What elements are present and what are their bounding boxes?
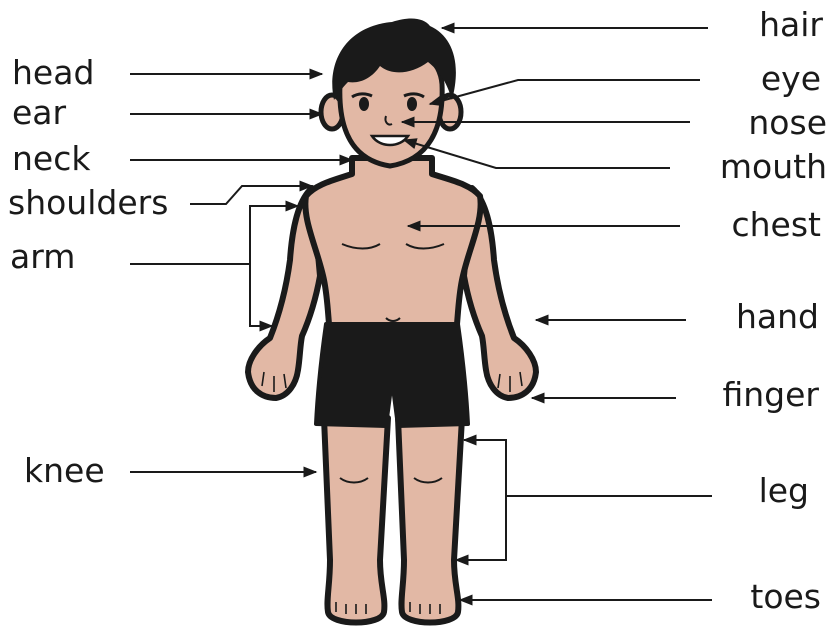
- label-chest: chest: [732, 208, 822, 241]
- label-eye: eye: [761, 62, 821, 95]
- pointer-arm-lower: [250, 264, 272, 326]
- pointer-mouth: [404, 140, 670, 168]
- label-knee: knee: [24, 454, 105, 487]
- label-neck: neck: [12, 142, 90, 175]
- label-arm: arm: [10, 240, 75, 273]
- label-finger: finger: [722, 378, 819, 411]
- pointer-shoulders: [190, 186, 312, 204]
- label-ear: ear: [12, 96, 66, 129]
- label-mouth: mouth: [720, 150, 827, 183]
- label-leg: leg: [759, 474, 809, 507]
- label-toes: toes: [750, 580, 821, 613]
- label-head: head: [12, 56, 94, 89]
- head-group: [321, 19, 461, 166]
- left-leg: [324, 418, 388, 623]
- pointer-leg-upper: [464, 440, 506, 496]
- pointer-eye: [430, 80, 700, 104]
- left-eye: [359, 97, 369, 111]
- label-hair: hair: [759, 8, 823, 41]
- label-hand: hand: [736, 300, 819, 333]
- pointer-leg-lower: [456, 496, 506, 560]
- shorts: [316, 324, 468, 426]
- right-eye: [407, 97, 417, 111]
- legs: [324, 418, 462, 623]
- right-leg: [398, 418, 462, 623]
- torso: [305, 158, 480, 334]
- label-shoulders: shoulders: [8, 186, 168, 219]
- label-nose: nose: [748, 106, 827, 139]
